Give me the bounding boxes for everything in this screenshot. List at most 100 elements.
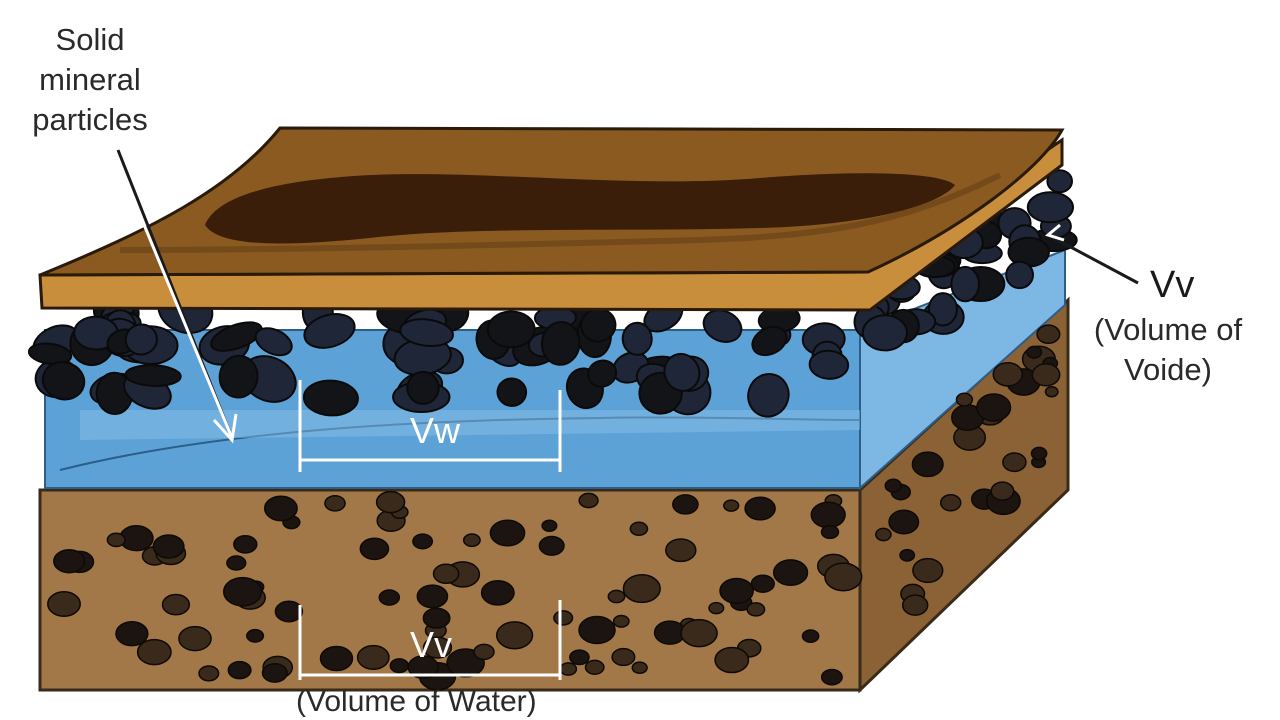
vv-arrowhead bbox=[1044, 223, 1065, 242]
soil-grain bbox=[911, 451, 944, 478]
solid-particles-line-2: mineral bbox=[39, 62, 141, 97]
pebble bbox=[663, 352, 701, 392]
vv-symbol: Vv bbox=[1150, 264, 1195, 306]
solid-particles-arrow-light bbox=[138, 214, 234, 439]
soil-grain bbox=[631, 661, 648, 675]
soil-grain bbox=[714, 646, 750, 674]
soil-grain bbox=[955, 392, 974, 407]
soil-grain bbox=[820, 524, 840, 540]
soil-grain bbox=[422, 636, 453, 659]
soil-grain bbox=[489, 519, 526, 547]
soil-grain bbox=[884, 478, 903, 493]
soil-grain bbox=[246, 628, 265, 643]
pebble bbox=[254, 327, 293, 357]
pebble bbox=[702, 309, 743, 343]
pebble bbox=[406, 370, 440, 405]
soil-grain bbox=[226, 555, 247, 571]
pebble bbox=[302, 379, 359, 417]
solid-particles-arrowhead bbox=[212, 413, 238, 444]
soil-grain bbox=[1044, 385, 1059, 398]
soil-grain bbox=[407, 655, 439, 680]
soil-grain bbox=[912, 557, 944, 584]
soil-grain bbox=[263, 495, 298, 522]
soil-grain bbox=[422, 607, 451, 629]
vv-arrow bbox=[1049, 234, 1139, 285]
vw-caption: (Volume of Water) bbox=[296, 685, 537, 718]
soil-grain bbox=[801, 629, 820, 643]
soil-grain bbox=[772, 559, 809, 587]
pebble bbox=[808, 349, 850, 380]
soil-grain bbox=[708, 601, 725, 615]
soil-grain bbox=[1036, 324, 1061, 345]
soil-grain bbox=[820, 668, 843, 686]
soil-grain bbox=[473, 643, 495, 661]
vv-caption-line-1: (Volume of bbox=[1093, 312, 1243, 347]
pebble bbox=[1005, 260, 1034, 290]
soil-grain bbox=[665, 538, 697, 563]
pebble bbox=[1026, 191, 1075, 224]
soil-grain bbox=[480, 579, 515, 606]
soil-grain bbox=[261, 662, 288, 683]
soil-grain bbox=[680, 618, 718, 648]
soil-grain bbox=[899, 548, 916, 562]
pebble bbox=[950, 265, 981, 303]
pebble bbox=[41, 361, 86, 401]
soil-grain bbox=[629, 521, 649, 537]
soil-grain bbox=[53, 548, 86, 574]
soil-grain bbox=[744, 496, 776, 521]
soil-grain bbox=[612, 614, 630, 628]
soil-grain bbox=[462, 533, 481, 548]
soil-grain bbox=[389, 658, 410, 674]
pebble bbox=[540, 321, 581, 366]
soil-grain bbox=[47, 591, 81, 617]
vw-bracket-bottom bbox=[298, 600, 562, 680]
pebble bbox=[218, 354, 259, 399]
soil-grain bbox=[1030, 446, 1048, 461]
vv-caption-line-2: Voide) bbox=[1124, 352, 1212, 387]
pebble bbox=[621, 321, 653, 356]
soil-grain bbox=[578, 492, 599, 509]
soil-grain bbox=[538, 535, 565, 556]
soil-grain bbox=[375, 490, 406, 514]
soil-grain bbox=[495, 621, 534, 650]
solid-particles-label: Solid mineral particles bbox=[20, 20, 160, 140]
top-slab-shade bbox=[119, 172, 1002, 253]
soil-grain bbox=[611, 647, 636, 667]
pebble bbox=[124, 323, 158, 356]
pebble bbox=[861, 314, 909, 352]
soil-grain bbox=[750, 574, 775, 593]
soil-grain bbox=[888, 509, 920, 535]
water-highlight bbox=[80, 410, 860, 440]
pebble bbox=[927, 292, 958, 327]
soil-grain bbox=[152, 534, 185, 559]
pebble bbox=[587, 359, 618, 388]
soil-grain bbox=[1026, 345, 1043, 359]
soil-grain bbox=[553, 610, 574, 626]
soil-grain bbox=[432, 563, 460, 585]
soil-grain bbox=[356, 644, 390, 670]
soil-grain bbox=[569, 649, 590, 666]
solid-particles-line-3: particles bbox=[32, 102, 148, 137]
soil-grain bbox=[378, 589, 401, 606]
vv-caption: (Volume of Voide) bbox=[1080, 310, 1256, 390]
pebble bbox=[1046, 169, 1073, 194]
soil-grain bbox=[622, 574, 661, 604]
vw-bracket-top bbox=[298, 380, 562, 472]
soil-grain bbox=[178, 625, 212, 652]
soil-grain bbox=[990, 481, 1015, 501]
soil-grain bbox=[559, 662, 578, 676]
soil-grain bbox=[723, 499, 740, 512]
soil-grain bbox=[607, 589, 626, 604]
water-surface-line bbox=[59, 304, 1066, 471]
soil-grain bbox=[901, 594, 929, 616]
soil-grain bbox=[198, 665, 220, 682]
pebble bbox=[27, 342, 73, 366]
soil-grain bbox=[161, 593, 191, 616]
soil-grain bbox=[416, 584, 449, 609]
soil-grains bbox=[47, 324, 1061, 691]
soil-grain bbox=[939, 494, 962, 512]
soil-grain bbox=[233, 534, 258, 554]
soil-grain bbox=[541, 519, 558, 532]
soil-grain bbox=[106, 532, 126, 548]
